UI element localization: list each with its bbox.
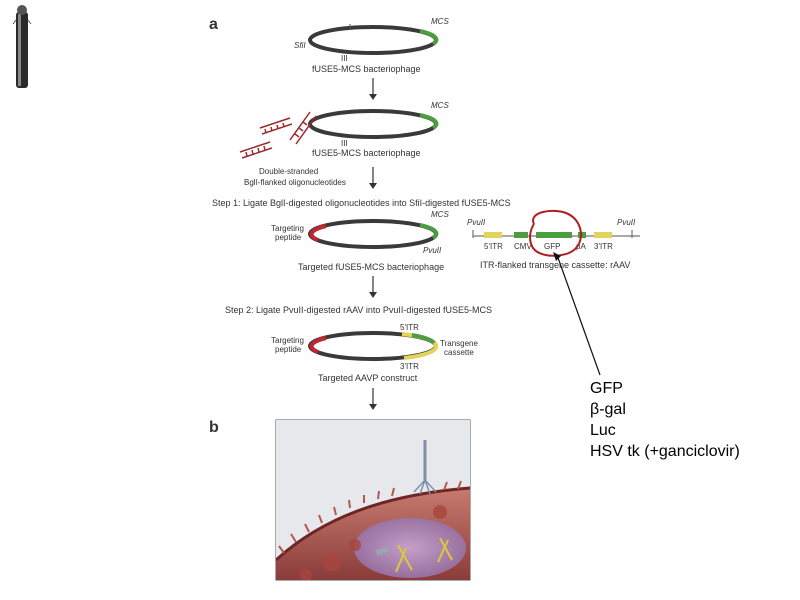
transgene-item-hsv-tk: HSV tk (+ganciclovir) (590, 443, 740, 460)
pa-label: pA (576, 242, 586, 251)
transgene-item-beta-gal: β-gal (590, 401, 626, 418)
gene-iii-label-2: III (341, 139, 348, 148)
itr5-cassette-label: 5'ITR (484, 242, 503, 251)
plasmid-label-1: fUSE5-MCS bacteriophage (312, 64, 421, 74)
pvu-label-3: PvuII (423, 246, 442, 255)
pointer-arrow (553, 252, 601, 376)
mcs-label-3: MCS (431, 210, 449, 219)
sfi-label: SfiI (294, 41, 306, 50)
cmv-label: CMV (514, 242, 532, 251)
itr3-aavp-label: 3'ITR (400, 362, 419, 371)
transgene-item-luc: Luc (590, 422, 616, 439)
step-2-text: Step 2: Ligate PvuII-digested rAAV into … (225, 305, 492, 315)
transgene-item-gfp: GFP (590, 380, 623, 397)
arrow-3 (369, 276, 377, 298)
arrow-4 (369, 388, 377, 410)
transgene-list: GFP β-gal Luc HSV tk (+ganciclovir) (590, 378, 740, 462)
step-1-text: Step 1: Ligate BglI-digested oligonucleo… (212, 198, 511, 208)
targeting-label-3b: peptide (275, 233, 302, 242)
raav-cassette (472, 230, 640, 238)
phage-icon (12, 5, 32, 88)
transgene-label-b: cassette (444, 348, 474, 357)
itr3-cassette-label: 3'ITR (594, 242, 613, 251)
transgene-label-a: Transgene (440, 339, 479, 348)
mcs-label-1: MCS (431, 17, 449, 26)
targeting-label-4b: peptide (275, 345, 302, 354)
plasmid-targeted-aavp (308, 331, 439, 361)
arrow-2 (369, 167, 377, 189)
plasmid-label-2: fUSE5-MCS bacteriophage (312, 148, 421, 158)
plasmid-fuse5-mcs-2 (308, 109, 439, 139)
mcs-label-2: MCS (431, 101, 449, 110)
gfp-cassette-label: GFP (544, 242, 560, 251)
gfp-highlight-circle (529, 209, 582, 257)
oligo-label-2: BglI-flanked oligonucleotides (244, 178, 346, 187)
panel-label-a: a (209, 16, 218, 33)
pvu-left-label: PvuII (467, 218, 486, 227)
plasmid-targeted-fuse5 (308, 219, 439, 249)
oligonucleotides-icon (239, 111, 317, 159)
targeting-label-4a: Targeting (271, 336, 304, 345)
panel-label-b: b (209, 419, 219, 436)
itr5-aavp-label: 5'ITR (400, 323, 419, 332)
gene-iii-label-1: III (341, 54, 348, 63)
plasmid-label-3: Targeted fUSE5-MCS bacteriophage (298, 262, 444, 272)
pvu-right-label: PvuII (617, 218, 636, 227)
arrow-1 (369, 78, 377, 100)
targeting-label-3a: Targeting (271, 224, 304, 233)
cassette-label: ITR-flanked transgene cassette: rAAV (480, 260, 630, 270)
plasmid-label-4: Targeted AAVP construct (318, 373, 418, 383)
plasmid-fuse5-mcs-1 (308, 24, 439, 55)
cell-illustration (275, 419, 471, 581)
oligo-label-1: Double-stranded (259, 167, 318, 176)
